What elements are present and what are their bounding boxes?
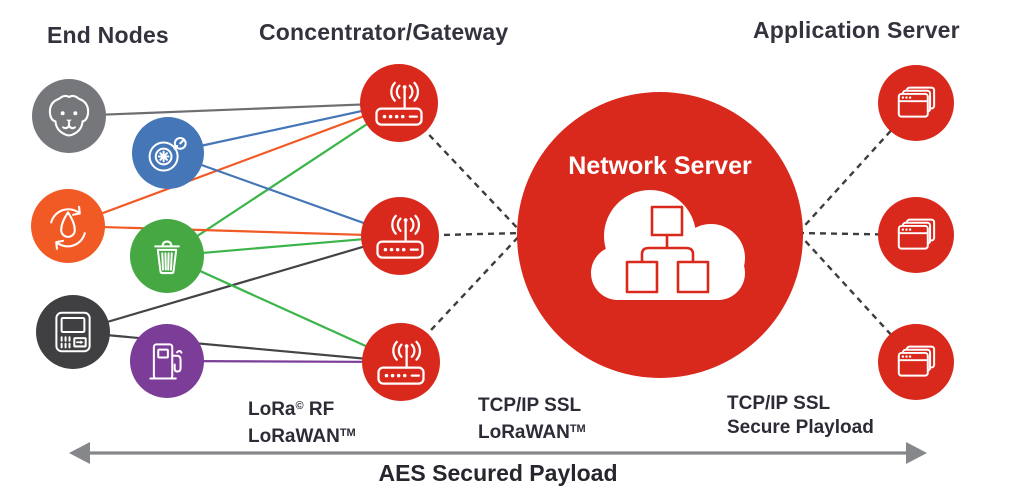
end-node-waste-management xyxy=(130,219,204,293)
dashed-link-gw1-nsl xyxy=(398,102,523,234)
end-nodes-title: End Nodes xyxy=(47,22,169,48)
dashed-link-gw3-nsl xyxy=(400,232,523,363)
end-node-pos-terminal xyxy=(36,295,110,369)
trademark-sup: TM xyxy=(569,422,586,435)
link-meter-gw2 xyxy=(167,151,401,238)
dashed-link-nsr-as2 xyxy=(797,231,917,237)
arrow-right-head xyxy=(906,442,927,464)
app-server-title: Application Server xyxy=(753,17,960,43)
cloud-network-icon xyxy=(591,190,745,300)
tcpip-secure-label: TCP/IP SSL Secure Playload xyxy=(727,393,874,438)
stacked-windows-icon xyxy=(897,345,936,377)
aes-secured-payload-label: AES Secured Payload xyxy=(378,460,618,486)
fuel-pump-icon xyxy=(149,343,183,380)
link-waste-gw3 xyxy=(166,254,402,364)
stacked-windows-icon xyxy=(897,218,936,250)
link-water-gw2 xyxy=(67,224,401,238)
gateway-node-2 xyxy=(361,197,439,275)
link-pos-gw3 xyxy=(72,330,402,364)
network-server-label: Network Server xyxy=(568,152,752,180)
pos-terminal-icon xyxy=(55,311,91,353)
water-recycle-icon xyxy=(50,205,86,250)
gateway-node-3 xyxy=(362,323,440,401)
router-antenna-icon xyxy=(376,214,424,259)
stacked-windows-icon xyxy=(897,86,936,118)
dog-icon xyxy=(48,94,90,137)
water-meter-icon xyxy=(148,136,187,172)
trash-can-icon xyxy=(154,240,180,275)
router-antenna-icon xyxy=(375,81,423,126)
app-server-node-2 xyxy=(878,197,954,273)
lora-rf-label: LoRa© RF LoRaWANTM xyxy=(248,399,356,447)
end-node-water-management xyxy=(31,189,105,263)
link-pet-gw1 xyxy=(68,101,400,118)
app-server-node-1 xyxy=(878,65,954,141)
dashed-link-gw2-nsl xyxy=(399,231,523,238)
trademark-sup: TM xyxy=(339,426,356,439)
end-node-fuel-pump xyxy=(130,324,204,398)
tcpip-lorawan-label: TCP/IP SSL LoRaWANTM xyxy=(478,395,586,443)
gateway-node-1 xyxy=(360,64,438,142)
router-antenna-icon xyxy=(377,340,425,385)
arrow-left-head xyxy=(69,442,90,464)
copyright-sup: © xyxy=(295,400,304,412)
app-server-node-3 xyxy=(878,324,954,400)
gateway-title: Concentrator/Gateway xyxy=(259,19,509,45)
aes-payload-arrow xyxy=(69,442,927,464)
link-water-gw1 xyxy=(67,101,400,228)
end-node-pet-tracker xyxy=(32,79,106,153)
end-node-water-meter xyxy=(132,117,204,189)
link-pos-gw2 xyxy=(72,234,401,334)
